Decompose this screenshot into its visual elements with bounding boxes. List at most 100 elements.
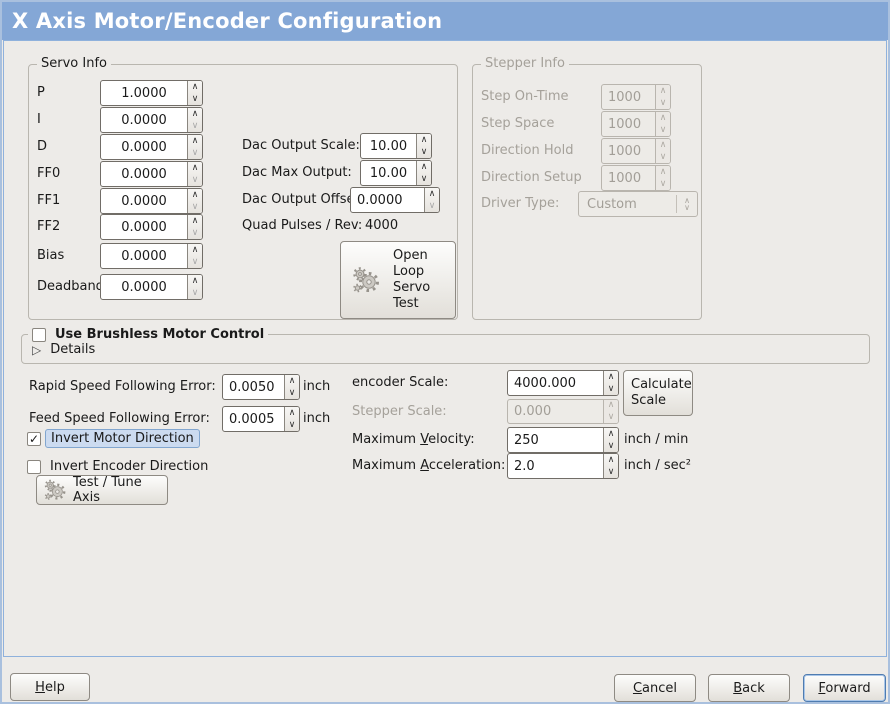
driver-type-label: Driver Type: xyxy=(481,196,560,211)
spin-buttons: ∧∨ xyxy=(655,112,670,136)
step-on-time-spinbox: 1000 ∧∨ xyxy=(601,84,671,110)
forward-button[interactable]: Forward xyxy=(803,674,886,702)
spin-buttons[interactable]: ∧∨ xyxy=(603,428,618,452)
expander-arrow-icon[interactable]: ▷ xyxy=(32,342,42,357)
stepper-info-frame: Stepper Info Step On-Time Step Space Dir… xyxy=(472,56,702,320)
spin-up-icon: ∧ xyxy=(191,215,199,226)
spin-up-icon: ∧ xyxy=(191,108,199,119)
ff2-spinbox[interactable]: 0.0000 ∧∨ xyxy=(100,214,203,240)
help-button[interactable]: Help xyxy=(10,673,90,701)
servo-info-frame: Servo Info P I D FF0 FF1 FF2 Bias Deadba… xyxy=(28,56,458,320)
feed-following-error-spinbox[interactable]: 0.0005 ∧∨ xyxy=(222,406,300,432)
spin-buttons[interactable]: ∧∨ xyxy=(416,161,431,185)
dac-output-offset-label: Dac Output Offset: xyxy=(242,192,364,207)
label-deadband: Deadband xyxy=(37,279,104,294)
direction-hold-label: Direction Hold xyxy=(481,143,574,158)
spin-buttons[interactable]: ∧∨ xyxy=(187,81,202,105)
spin-down-icon: ∨ xyxy=(428,200,436,211)
dac-max-output-label: Dac Max Output: xyxy=(242,165,352,180)
maximum-acceleration-spinbox[interactable]: 2.0 ∧∨ xyxy=(507,453,619,479)
spin-down-icon: ∨ xyxy=(191,147,199,158)
spin-up-icon: ∧ xyxy=(607,428,615,439)
spin-up-icon: ∧ xyxy=(288,375,296,386)
invert-motor-checkbox[interactable]: ✓ xyxy=(27,432,41,446)
maximum-velocity-spinbox[interactable]: 250 ∧∨ xyxy=(507,427,619,453)
use-brushless-label[interactable]: Use Brushless Motor Control xyxy=(55,327,265,342)
spin-buttons[interactable]: ∧∨ xyxy=(284,375,299,399)
spin-down-icon: ∨ xyxy=(191,174,199,185)
direction-hold-spinbox: 1000 ∧∨ xyxy=(601,138,671,164)
spin-up-icon: ∧ xyxy=(607,400,615,411)
dac-max-output-spinbox[interactable]: 10.00 ∧∨ xyxy=(360,160,432,186)
encoder-scale-spinbox[interactable]: 4000.000 ∧∨ xyxy=(507,370,619,396)
spin-down-icon: ∨ xyxy=(288,387,296,398)
spin-buttons[interactable]: ∧∨ xyxy=(187,162,202,186)
spin-down-icon: ∨ xyxy=(607,440,615,451)
spin-up-icon: ∧ xyxy=(191,135,199,146)
spin-buttons[interactable]: ∧∨ xyxy=(187,189,202,213)
spin-buttons[interactable]: ∧∨ xyxy=(284,407,299,431)
step-space-spinbox: 1000 ∧∨ xyxy=(601,111,671,137)
invert-encoder-checkbox[interactable] xyxy=(27,460,41,474)
spin-buttons[interactable]: ∧∨ xyxy=(187,244,202,268)
spin-buttons[interactable]: ∧∨ xyxy=(187,135,202,159)
ff0-spinbox[interactable]: 0.0000 ∧∨ xyxy=(100,161,203,187)
label-ff2: FF2 xyxy=(37,219,61,234)
cancel-button[interactable]: Cancel xyxy=(614,674,696,702)
spin-down-icon: ∨ xyxy=(659,151,667,162)
test-tune-axis-button[interactable]: Test / Tune Axis xyxy=(36,475,168,505)
spin-down-icon: ∨ xyxy=(191,201,199,212)
spin-down-icon: ∨ xyxy=(607,411,615,422)
brushless-checkbox-row[interactable]: Use Brushless Motor Control xyxy=(28,327,269,342)
dac-output-scale-spinbox[interactable]: 10.00 ∧∨ xyxy=(360,133,432,159)
calculate-scale-button[interactable]: Calculate Scale xyxy=(623,370,693,416)
spin-up-icon: ∧ xyxy=(659,139,667,150)
use-brushless-checkbox[interactable] xyxy=(32,327,46,342)
feed-following-error-label: Feed Speed Following Error: xyxy=(29,411,210,426)
spin-buttons[interactable]: ∧∨ xyxy=(603,371,618,395)
p-spinbox[interactable]: 1.0000 ∧∨ xyxy=(100,80,203,106)
ff1-spinbox[interactable]: 0.0000 ∧∨ xyxy=(100,188,203,214)
spin-up-icon: ∧ xyxy=(420,161,428,172)
spin-buttons: ∧∨ xyxy=(655,139,670,163)
spin-down-icon: ∨ xyxy=(659,178,667,189)
details-label[interactable]: Details xyxy=(50,342,96,357)
spin-down-icon: ∨ xyxy=(659,97,667,108)
spin-buttons[interactable]: ∧∨ xyxy=(603,454,618,478)
label-i: I xyxy=(37,112,41,127)
spin-up-icon: ∧ xyxy=(659,112,667,123)
spin-buttons[interactable]: ∧∨ xyxy=(187,275,202,299)
spin-buttons[interactable]: ∧∨ xyxy=(187,215,202,239)
spin-buttons[interactable]: ∧∨ xyxy=(187,108,202,132)
spin-buttons: ∧∨ xyxy=(655,85,670,109)
label-ff0: FF0 xyxy=(37,166,61,181)
spin-up-icon: ∧ xyxy=(428,188,436,199)
spin-down-icon: ∨ xyxy=(191,120,199,131)
deadband-spinbox[interactable]: 0.0000 ∧∨ xyxy=(100,274,203,300)
spin-up-icon: ∧ xyxy=(659,85,667,96)
spin-buttons[interactable]: ∧∨ xyxy=(424,188,439,212)
label-bias: Bias xyxy=(37,248,65,263)
d-spinbox[interactable]: 0.0000 ∧∨ xyxy=(100,134,203,160)
rapid-following-error-spinbox[interactable]: 0.0050 ∧∨ xyxy=(222,374,300,400)
invert-encoder-label[interactable]: Invert Encoder Direction xyxy=(50,459,209,474)
open-loop-servo-test-button[interactable]: Open Loop Servo Test xyxy=(340,241,456,319)
brushless-frame: Use Brushless Motor Control ▷ Details xyxy=(21,327,870,364)
back-button[interactable]: Back xyxy=(708,674,790,702)
step-space-label: Step Space xyxy=(481,116,555,131)
stepper-info-legend: Stepper Info xyxy=(481,56,569,71)
maximum-acceleration-label: Maximum Acceleration: xyxy=(352,458,506,473)
spin-up-icon: ∧ xyxy=(191,162,199,173)
spin-down-icon: ∨ xyxy=(191,256,199,267)
spin-up-icon: ∧ xyxy=(607,371,615,382)
dac-output-offset-spinbox[interactable]: 0.0000 ∧∨ xyxy=(350,187,440,213)
details-expander[interactable]: ▷ Details xyxy=(32,342,95,357)
bias-spinbox[interactable]: 0.0000 ∧∨ xyxy=(100,243,203,269)
step-on-time-label: Step On-Time xyxy=(481,89,569,104)
spin-up-icon: ∧ xyxy=(607,454,615,465)
i-spinbox[interactable]: 0.0000 ∧∨ xyxy=(100,107,203,133)
invert-motor-label[interactable]: Invert Motor Direction xyxy=(45,429,200,448)
encoder-scale-label: encoder Scale: xyxy=(352,375,449,390)
spin-down-icon: ∨ xyxy=(607,383,615,394)
spin-buttons[interactable]: ∧∨ xyxy=(416,134,431,158)
